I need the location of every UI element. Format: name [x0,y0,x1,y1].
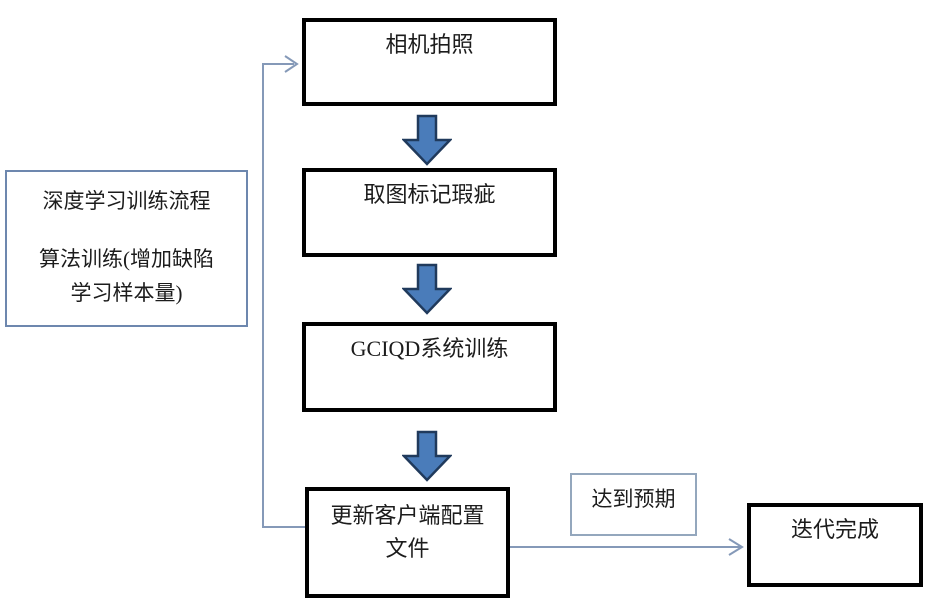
legend-line-2: 算法训练(增加缺陷 [39,247,214,271]
flow-box-image-defect-labeling: 取图标记瑕疵 [302,168,557,257]
condition-label-box: 达到预期 [570,473,697,536]
down-block-arrow-2 [402,263,452,315]
flow-box-camera-capture-label: 相机拍照 [385,32,474,57]
legend-line-1: 深度学习训练流程 [42,189,211,213]
flow-box-update-client-config-line-2: 文件 [385,536,430,561]
flow-box-update-client-config-line-1: 更新客户端配置 [330,503,485,528]
feedback-arrowhead-icon [284,55,299,73]
flow-box-gciqd-system-training-label: GCIQD系统训练 [350,336,509,361]
legend-line-3: 学习样本量) [70,281,183,305]
condition-label: 达到预期 [591,487,676,511]
down-block-arrow-1 [402,114,452,166]
flow-box-image-defect-labeling-label: 取图标记瑕疵 [363,182,496,207]
flow-box-iteration-complete: 迭代完成 [747,503,923,587]
flow-box-update-client-config: 更新客户端配置 文件 [305,487,510,598]
result-arrowhead-icon [728,538,744,556]
flow-box-camera-capture: 相机拍照 [302,18,557,106]
legend-box: 深度学习训练流程 算法训练(增加缺陷 学习样本量) [5,170,248,327]
feedback-connector [262,63,305,528]
down-block-arrow-3 [402,430,452,482]
flow-box-iteration-complete-label: 迭代完成 [790,517,879,542]
flow-box-gciqd-system-training: GCIQD系统训练 [302,322,557,412]
